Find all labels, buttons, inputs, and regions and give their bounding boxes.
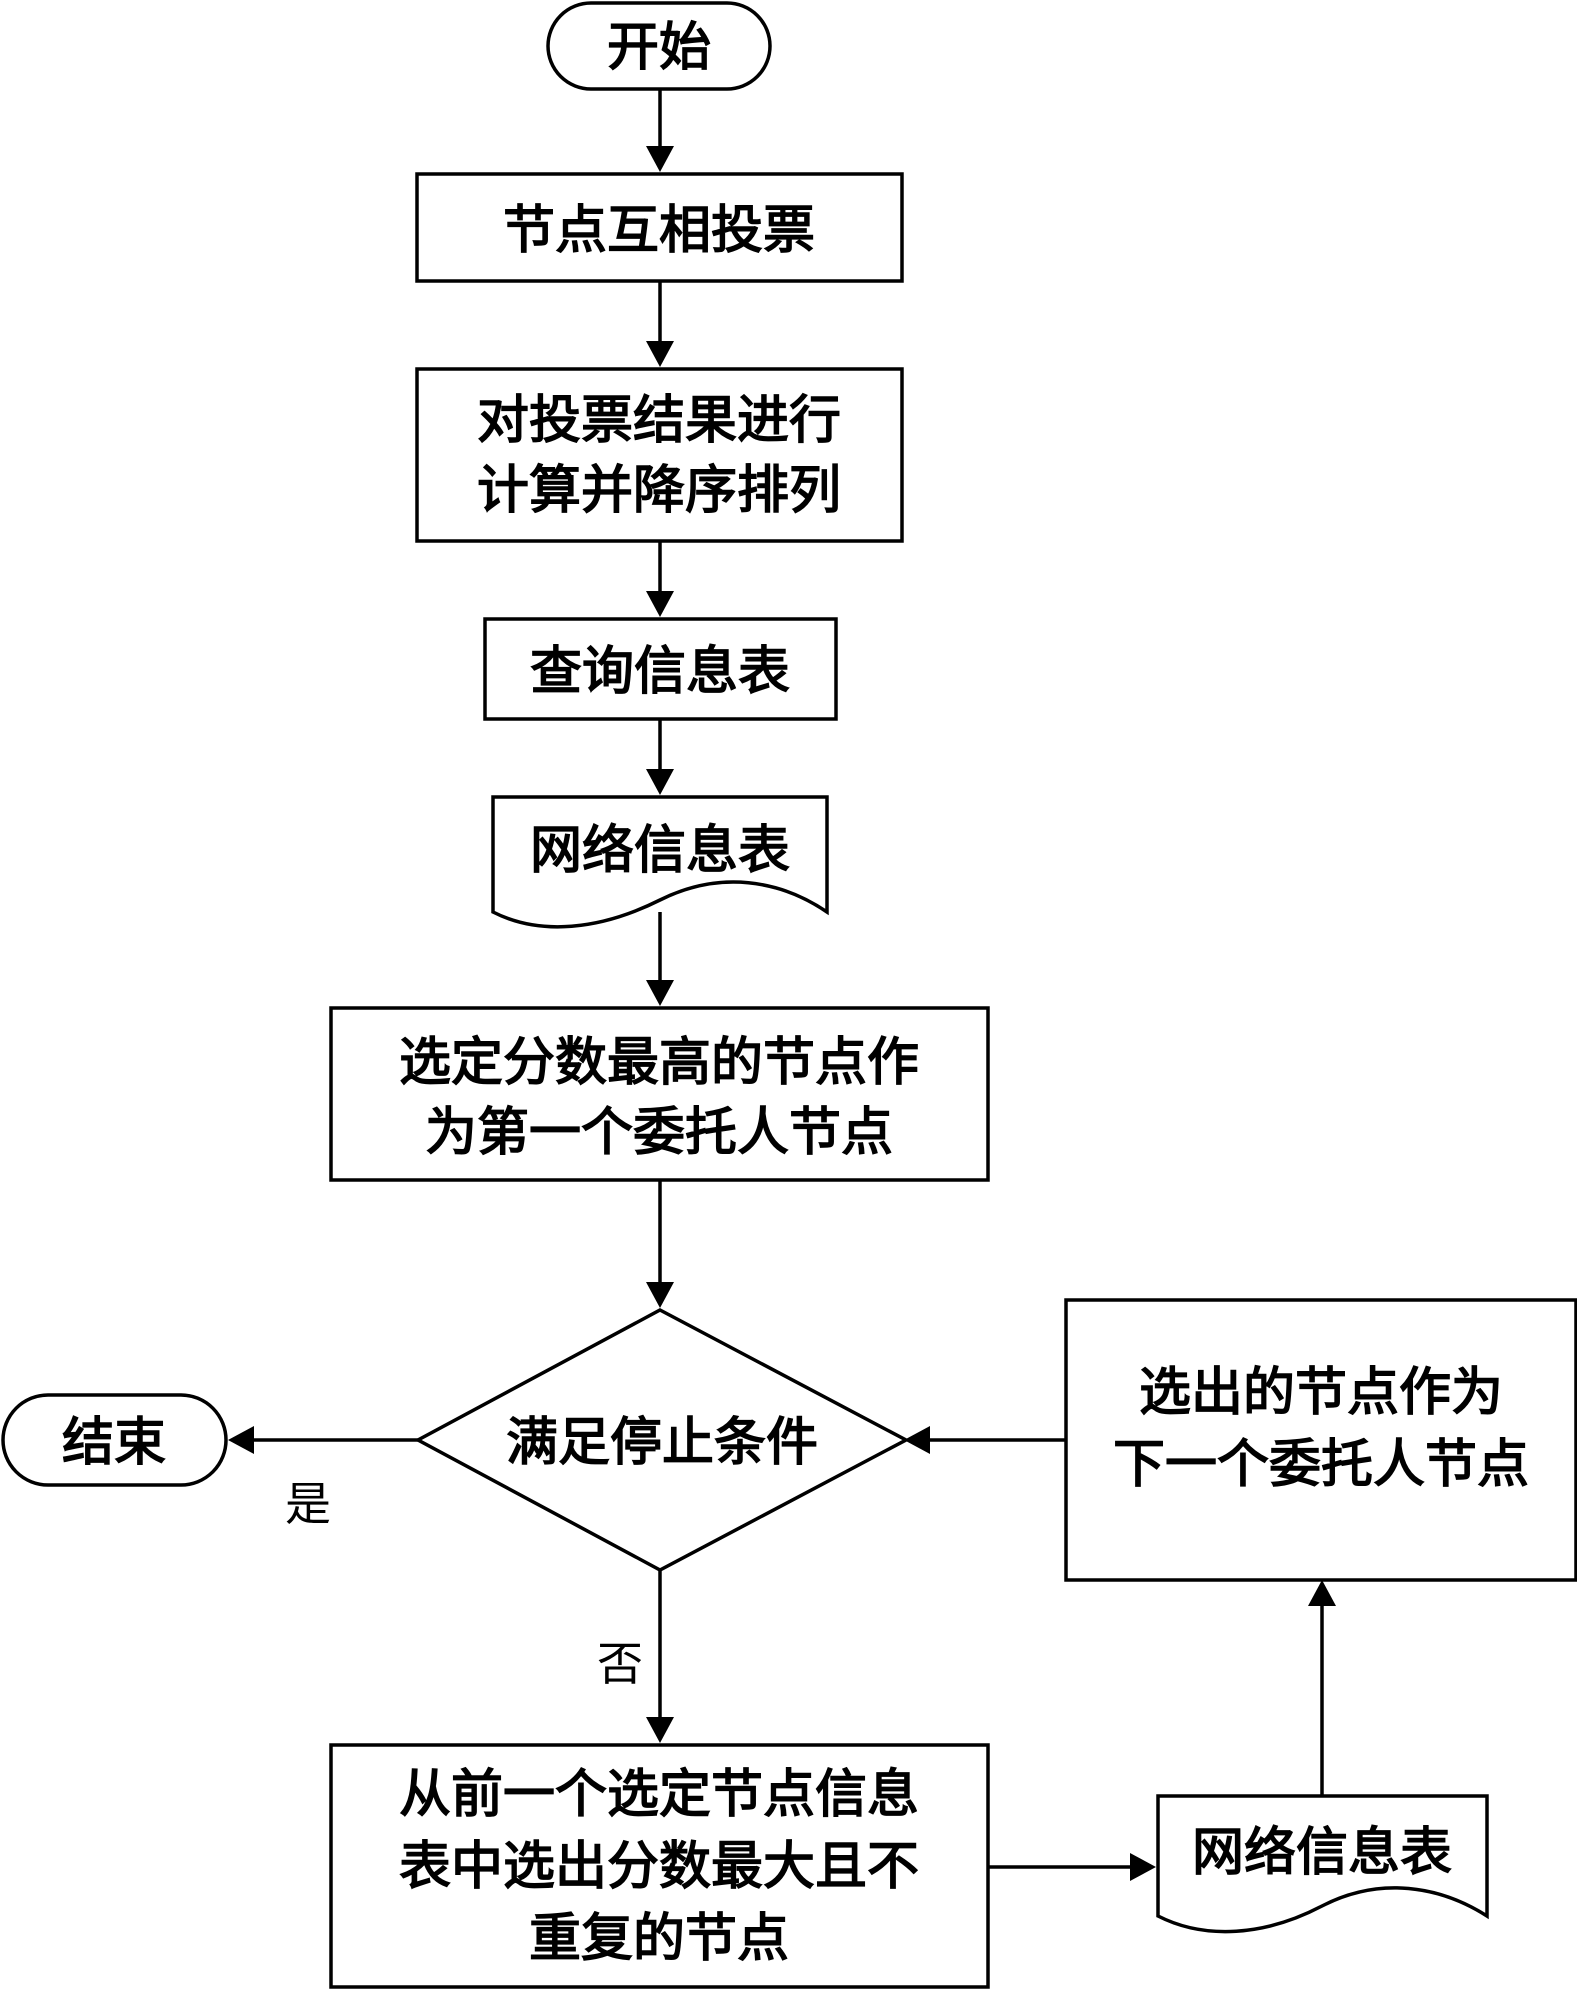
arrowhead-sort-query: [646, 591, 674, 617]
arrowhead-vote-sort: [646, 341, 674, 367]
no-label: 否: [597, 1637, 643, 1691]
netinfo1-document: [491, 795, 829, 929]
yes-label: 是: [285, 1477, 331, 1531]
sort-label-line2: 计算并降序排列: [477, 460, 841, 521]
arrowhead-netinfo1-selectfirst: [646, 980, 674, 1006]
arrowhead-netinfo2-nextdelegate: [1308, 1580, 1336, 1606]
stop-condition-decision: [414, 1308, 910, 1572]
select-next-process: [329, 1743, 990, 1989]
sort-label-line1: 对投票结果进行: [477, 390, 841, 451]
query-process: [483, 617, 838, 721]
select-next-label-line1: 从前一个选定节点信息: [399, 1764, 919, 1825]
arrowhead-selectfirst-stopcond: [646, 1282, 674, 1308]
arrowhead-start-vote: [646, 146, 674, 172]
query-label: 查询信息表: [530, 641, 790, 702]
netinfo2-document: [1156, 1794, 1489, 1934]
end-terminal: [1, 1393, 228, 1487]
sort-process: [415, 367, 904, 543]
select-next-label-line3: 重复的节点: [529, 1908, 789, 1969]
stop-condition-label: 满足停止条件: [506, 1412, 818, 1473]
netinfo1-label: 网络信息表: [530, 820, 790, 881]
next-delegate-label-line1: 选出的节点作为: [1139, 1362, 1503, 1423]
start-label: 开始: [607, 17, 711, 78]
vote-label: 节点互相投票: [503, 200, 815, 261]
arrowhead-selectnext-netinfo2: [1130, 1853, 1156, 1881]
vote-process: [415, 172, 904, 283]
end-label: 结束: [62, 1412, 166, 1473]
arrowhead-stopcond-end: [228, 1426, 254, 1454]
select-first-label-line2: 为第一个委托人节点: [425, 1102, 893, 1163]
start-terminal: [546, 1, 772, 91]
arrowhead-query-netinfo1: [646, 769, 674, 795]
next-delegate-process: [1064, 1298, 1577, 1582]
select-next-label-line2: 表中选出分数最大且不: [399, 1836, 919, 1897]
netinfo2-label: 网络信息表: [1192, 1822, 1452, 1883]
select-first-process: [329, 1006, 990, 1182]
arrowhead-nextdelegate-stopcond: [904, 1426, 930, 1454]
connectors: [228, 89, 1336, 1881]
arrowhead-stopcond-selectnext: [646, 1717, 674, 1743]
select-first-label-line1: 选定分数最高的节点作: [399, 1032, 919, 1093]
next-delegate-label-line2: 下一个委托人节点: [1113, 1434, 1529, 1495]
